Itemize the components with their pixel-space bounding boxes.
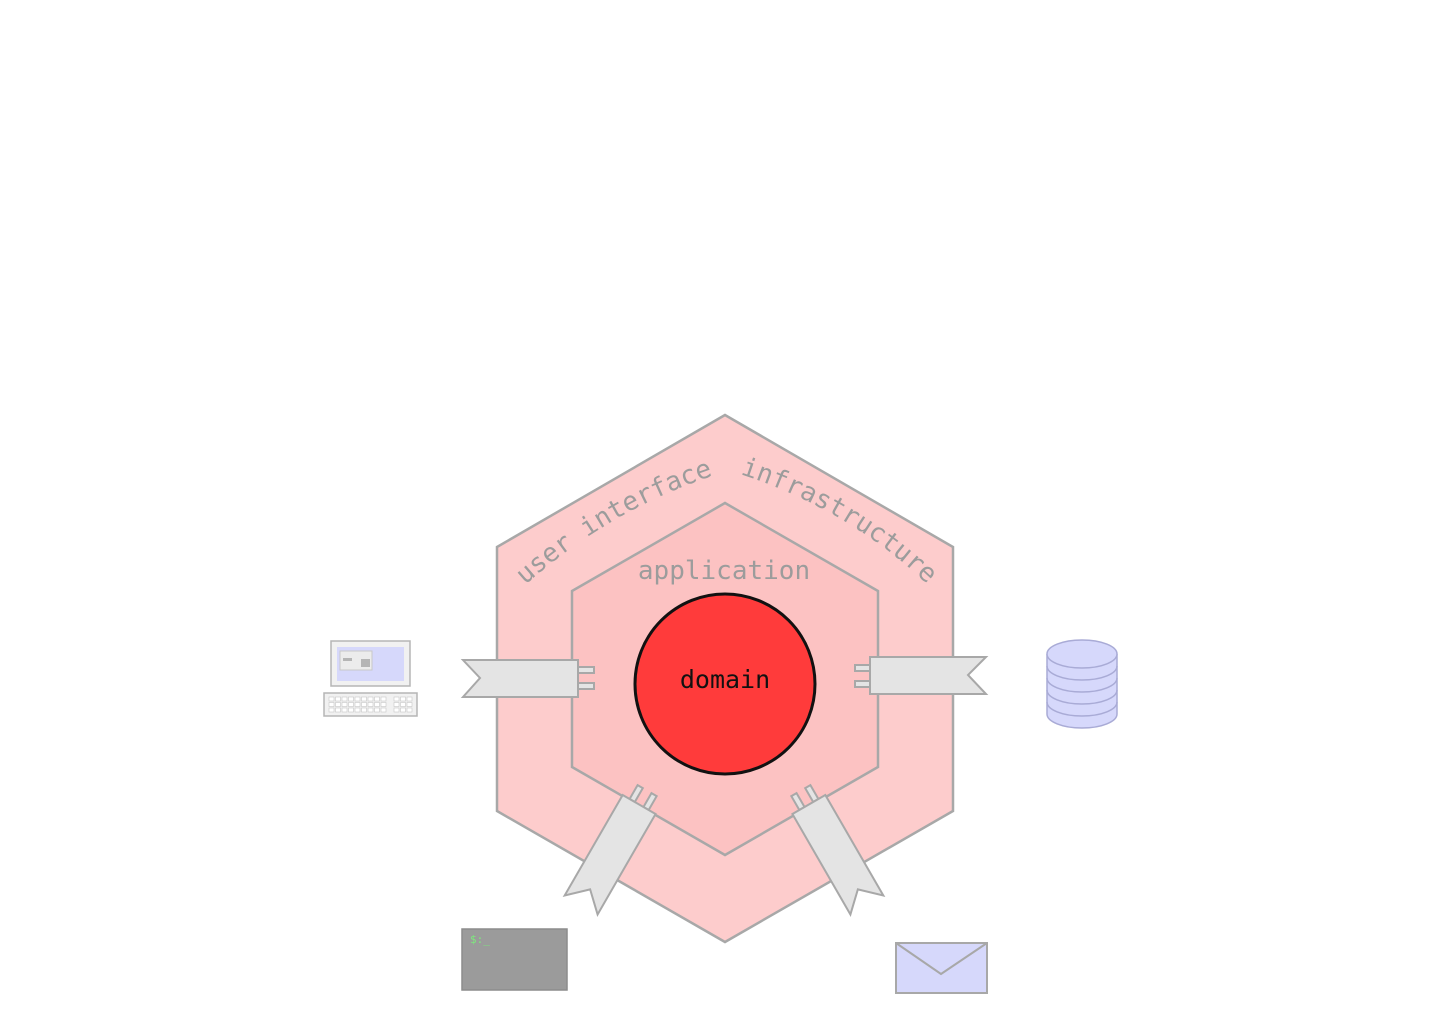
keyboard-key: [406, 696, 413, 702]
infrastructure-adapter-plug: [854, 656, 989, 695]
database-icon: [1046, 639, 1118, 729]
keyboard-key: [380, 696, 387, 702]
keyboard-key: [335, 696, 341, 702]
mail-envelope-icon: [895, 942, 988, 994]
domain-label: domain: [680, 665, 770, 694]
keyboard-key: [354, 696, 361, 702]
keyboard-key: [348, 702, 354, 707]
keyboard-key: [367, 707, 374, 713]
keyboard-key: [400, 696, 406, 702]
application-label: application: [638, 556, 810, 586]
keyboard-key: [367, 696, 374, 702]
keyboard-key: [354, 702, 361, 707]
keyboard-key: [374, 707, 380, 713]
keyboard-key: [328, 702, 335, 707]
keyboard-key: [361, 696, 367, 702]
keyboard-key: [341, 696, 348, 702]
keyboard-key: [328, 696, 335, 702]
terminal-adapter-plug: [562, 783, 659, 917]
keyboard-keys: [328, 696, 413, 713]
keyboard-key: [400, 702, 406, 707]
terminal-icon: $:_: [461, 928, 568, 991]
keyboard-key: [361, 702, 367, 707]
domain-circle: [633, 592, 817, 776]
keyboard-key: [380, 707, 387, 713]
keyboard-key: [374, 696, 380, 702]
keyboard-key: [406, 707, 413, 713]
keyboard-key: [374, 702, 380, 707]
keyboard-key: [354, 707, 361, 713]
keyboard-key: [400, 707, 406, 713]
mail-adapter-plug: [789, 783, 886, 917]
keyboard-key: [348, 707, 354, 713]
keyboard-key: [335, 707, 341, 713]
keyboard-key: [341, 707, 348, 713]
keyboard-key: [367, 702, 374, 707]
keyboard-key: [393, 707, 400, 713]
ui-adapter-plug: [460, 659, 595, 698]
keyboard-key: [406, 702, 413, 707]
terminal-prompt: $:_: [470, 933, 490, 946]
keyboard-key: [393, 702, 400, 707]
keyboard-key: [328, 707, 335, 713]
keyboard-key: [341, 702, 348, 707]
desktop-computer-icon: [323, 640, 418, 717]
keyboard-key: [380, 702, 387, 707]
keyboard-key: [393, 696, 400, 702]
keyboard-key: [361, 707, 367, 713]
keyboard-key: [348, 696, 354, 702]
keyboard-key: [335, 702, 341, 707]
